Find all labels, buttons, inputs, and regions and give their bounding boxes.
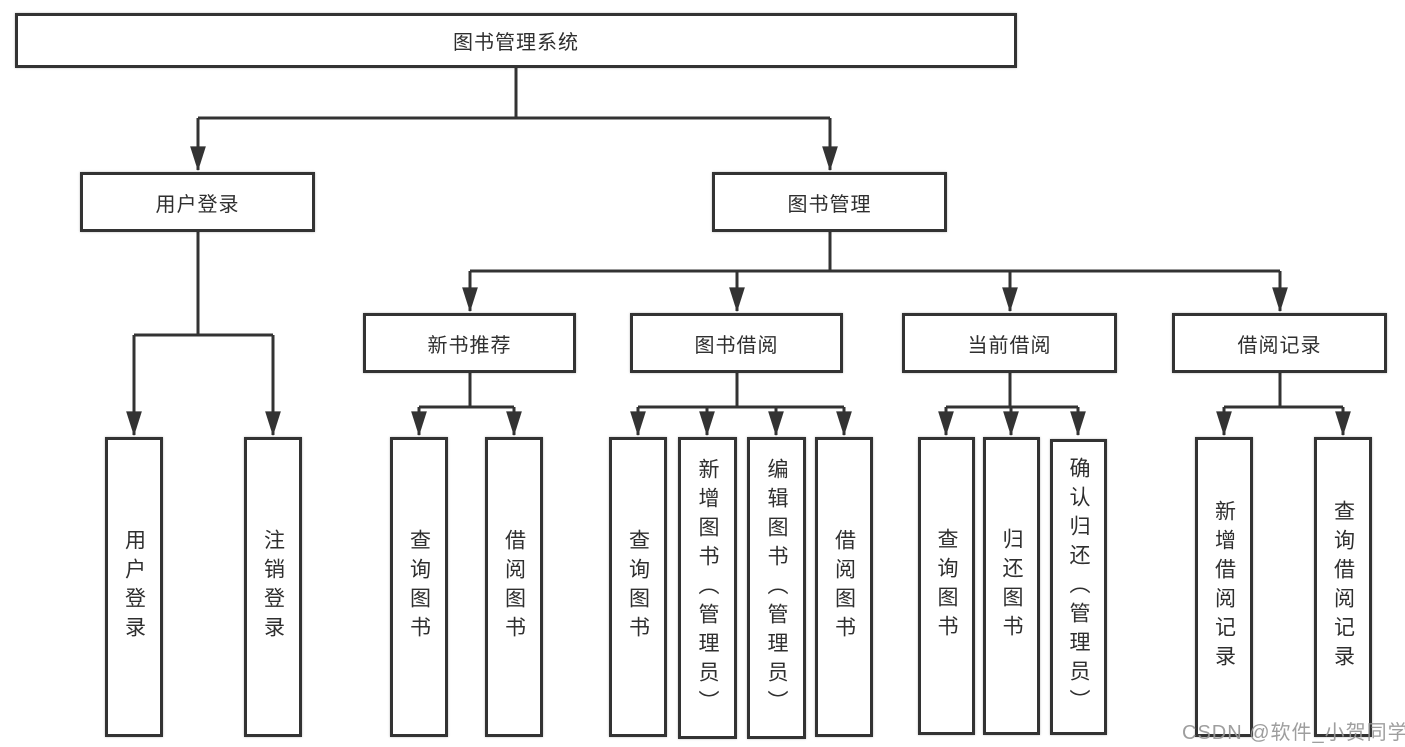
node-book-borrowing: 图书借阅 — [630, 313, 843, 373]
leaf-label: 注销登录 — [261, 529, 285, 645]
connector-current-borrow-children — [938, 373, 1086, 437]
leaf-label: 查询图书 — [935, 528, 958, 644]
node-current-borrowing: 当前借阅 — [902, 313, 1117, 373]
node-borrow-records: 借阅记录 — [1172, 313, 1387, 373]
leaf-label: 新增图书（管理员） — [696, 457, 719, 719]
connector-new-books-children — [411, 373, 522, 437]
leaf-query-books-current: 查询图书 — [918, 437, 975, 735]
node-label: 图书借阅 — [694, 334, 779, 357]
leaf-label: 查询图书 — [626, 529, 650, 645]
node-book-management: 图书管理 — [712, 172, 947, 232]
node-label: 新书推荐 — [427, 334, 512, 357]
node-label: 借阅记录 — [1237, 334, 1322, 357]
leaf-label: 用户登录 — [122, 529, 146, 645]
leaf-edit-books-admin: 编辑图书（管理员） — [747, 437, 806, 739]
leaf-add-borrow-record: 新增借阅记录 — [1195, 437, 1253, 737]
leaf-add-books-admin: 新增图书（管理员） — [678, 437, 737, 739]
leaf-borrow-books-recommend: 借阅图书 — [485, 437, 543, 737]
leaf-user-login: 用户登录 — [105, 437, 163, 737]
leaf-label: 查询借阅记录 — [1331, 500, 1355, 674]
connector-borrow-records-children — [1216, 373, 1351, 437]
leaf-label: 借阅图书 — [832, 529, 856, 645]
leaf-label: 归还图书 — [1000, 528, 1023, 644]
leaf-label: 借阅图书 — [502, 529, 526, 645]
node-label: 图书管理 — [787, 193, 872, 216]
node-label: 图书管理系统 — [453, 32, 579, 54]
connector-book-borrow-children — [630, 373, 852, 437]
leaf-label: 确认归还（管理员） — [1067, 456, 1090, 718]
node-label: 当前借阅 — [967, 334, 1052, 357]
connector-root-to-level2 — [190, 68, 838, 172]
node-label: 用户登录 — [155, 193, 240, 216]
leaf-borrow-books: 借阅图书 — [815, 437, 873, 737]
csdn-watermark: CSDN @软件_小贺同学 — [1182, 722, 1405, 744]
leaf-label: 查询图书 — [407, 529, 431, 645]
leaf-return-books: 归还图书 — [983, 437, 1040, 735]
leaf-query-books-borrowing: 查询图书 — [609, 437, 667, 737]
leaf-query-borrow-record: 查询借阅记录 — [1314, 437, 1372, 737]
leaf-query-books-recommend: 查询图书 — [390, 437, 448, 737]
node-new-book-recommend: 新书推荐 — [363, 313, 576, 373]
connector-user-login-children — [126, 232, 281, 437]
leaf-label: 编辑图书（管理员） — [765, 457, 788, 719]
leaf-label: 新增借阅记录 — [1212, 500, 1236, 674]
node-user-login: 用户登录 — [80, 172, 315, 232]
node-library-management-system: 图书管理系统 — [15, 13, 1017, 68]
leaf-logout: 注销登录 — [244, 437, 302, 737]
connector-book-mgmt-children — [462, 232, 1288, 313]
leaf-confirm-return-admin: 确认归还（管理员） — [1050, 439, 1107, 735]
